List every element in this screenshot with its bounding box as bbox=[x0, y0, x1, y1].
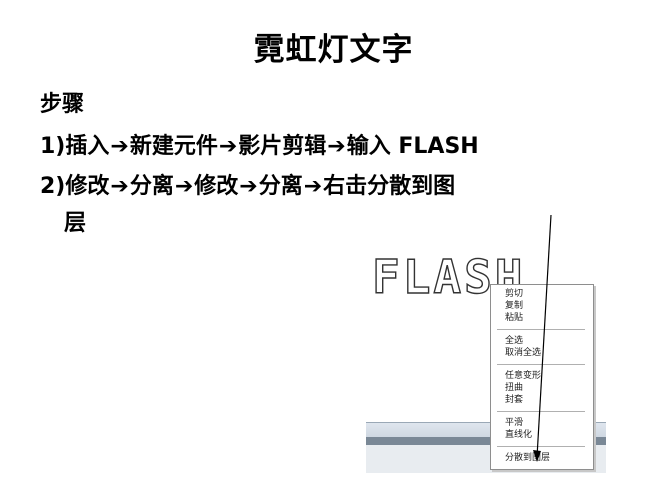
steps-heading: 步骤 bbox=[40, 92, 85, 117]
menu-item-deselect-all[interactable]: 取消全选 bbox=[505, 348, 542, 358]
flash-screenshot: FLASH 剪切 复制 粘贴 全选 取消全选 任意变形 扭曲 封套 平滑 直线化… bbox=[362, 240, 612, 475]
step-2-part: 分离 bbox=[129, 174, 174, 199]
menu-separator bbox=[497, 411, 585, 412]
menu-item-cut[interactable]: 剪切 bbox=[505, 289, 524, 299]
step-1: 1)插入➔新建元件➔影片剪辑➔输入 FLASH bbox=[40, 128, 479, 166]
menu-item-smooth[interactable]: 平滑 bbox=[505, 418, 524, 428]
menu-item-free-transform[interactable]: 任意变形 bbox=[505, 371, 542, 381]
menu-separator bbox=[497, 329, 585, 330]
menu-separator bbox=[497, 364, 585, 365]
arrow-right-icon: ➔ bbox=[110, 174, 129, 199]
arrow-right-icon: ➔ bbox=[303, 174, 323, 199]
arrow-right-icon: ➔ bbox=[174, 174, 194, 199]
step-2: 2)修改➔分离➔修改➔分离➔右击分散到图 bbox=[40, 168, 455, 206]
arrow-right-icon: ➔ bbox=[239, 174, 258, 199]
slide-title: 霓虹灯文字 bbox=[253, 32, 414, 68]
step-2-part: 右击分散到图 bbox=[323, 174, 456, 199]
step-2-prefix: 2)修改 bbox=[40, 174, 110, 199]
step-2-continuation: 层 bbox=[64, 211, 87, 236]
step-2-part: 分离 bbox=[258, 174, 303, 199]
step-1-prefix: 1)插入 bbox=[40, 134, 110, 159]
menu-item-distort[interactable]: 扭曲 bbox=[505, 383, 524, 393]
timeline-bar bbox=[366, 437, 606, 445]
menu-item-paste[interactable]: 粘贴 bbox=[505, 313, 524, 323]
step-1-part: 影片剪辑 bbox=[238, 134, 327, 159]
menu-item-envelope[interactable]: 封套 bbox=[505, 395, 524, 405]
step-1-part: 输入 FLASH bbox=[346, 134, 479, 159]
menu-item-distribute-to-layers[interactable]: 分散到图层 bbox=[505, 453, 551, 463]
step-2-part: 修改 bbox=[194, 174, 239, 199]
arrow-right-icon: ➔ bbox=[218, 134, 238, 159]
menu-item-select-all[interactable]: 全选 bbox=[505, 336, 524, 346]
step-1-part: 新建元件 bbox=[129, 134, 218, 159]
arrow-right-icon: ➔ bbox=[327, 134, 346, 159]
menu-separator bbox=[497, 446, 585, 447]
arrow-right-icon: ➔ bbox=[110, 134, 129, 159]
menu-item-straighten[interactable]: 直线化 bbox=[505, 430, 533, 440]
menu-item-copy[interactable]: 复制 bbox=[505, 301, 524, 311]
context-menu: 剪切 复制 粘贴 全选 取消全选 任意变形 扭曲 封套 平滑 直线化 分散到图层 bbox=[490, 284, 594, 470]
